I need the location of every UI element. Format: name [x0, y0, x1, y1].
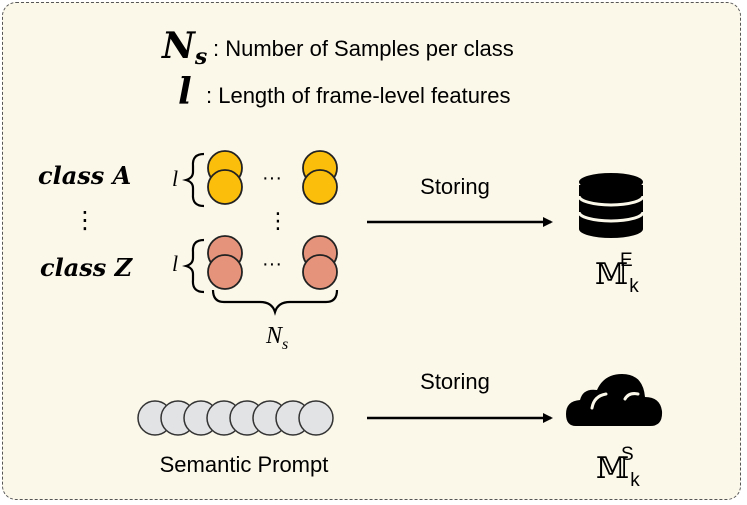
class-z-circle: [207, 254, 243, 290]
legend-l-symbol: l: [178, 71, 192, 113]
class-z-label: class Z: [40, 253, 134, 282]
class-z-length-symbol: l: [172, 251, 178, 276]
legend-ns-symbol: Ns: [161, 25, 207, 70]
samples-vertical-ellipsis: ⋮: [267, 208, 289, 233]
legend-l-text: : Length of frame-level features: [206, 83, 511, 108]
samples-count-symbol: Ns: [265, 323, 288, 353]
class-z-length-brace: [182, 238, 205, 294]
class-a-circle: [302, 169, 338, 205]
episodic-memory-superscript: E: [620, 250, 633, 271]
class-a-length-symbol: l: [172, 166, 178, 191]
class-a-circle: [207, 169, 243, 205]
class-a-horizontal-ellipsis: ···: [262, 167, 282, 189]
semantic-prompt-label: Semantic Prompt: [160, 452, 329, 477]
semantic-memory-superscript: S: [621, 444, 634, 465]
class-vertical-ellipsis: ⋮: [73, 207, 97, 234]
prompt-token: [298, 400, 334, 436]
class-z-samples: ···: [207, 235, 338, 290]
class-a-label: class A: [38, 161, 131, 190]
class-z-horizontal-ellipsis: ···: [262, 253, 282, 275]
legend: Ns : Number of Samples per class l : Len…: [161, 25, 514, 113]
samples-brace: [211, 289, 339, 316]
class-z-circle: [302, 254, 338, 290]
legend-ns-text: : Number of Samples per class: [213, 36, 514, 61]
database-icon: [577, 173, 645, 238]
cloud-icon: [566, 374, 663, 426]
class-a-samples: ···: [207, 150, 338, 205]
class-a-length-brace: [182, 152, 205, 208]
semantic-memory-label: 𝕄k: [596, 451, 640, 491]
semantic-prompt-tokens: [137, 400, 334, 436]
episodic-memory-label: 𝕄k: [595, 257, 639, 297]
episodic-storing-label: Storing: [420, 174, 490, 199]
semantic-storing-label: Storing: [420, 369, 490, 394]
